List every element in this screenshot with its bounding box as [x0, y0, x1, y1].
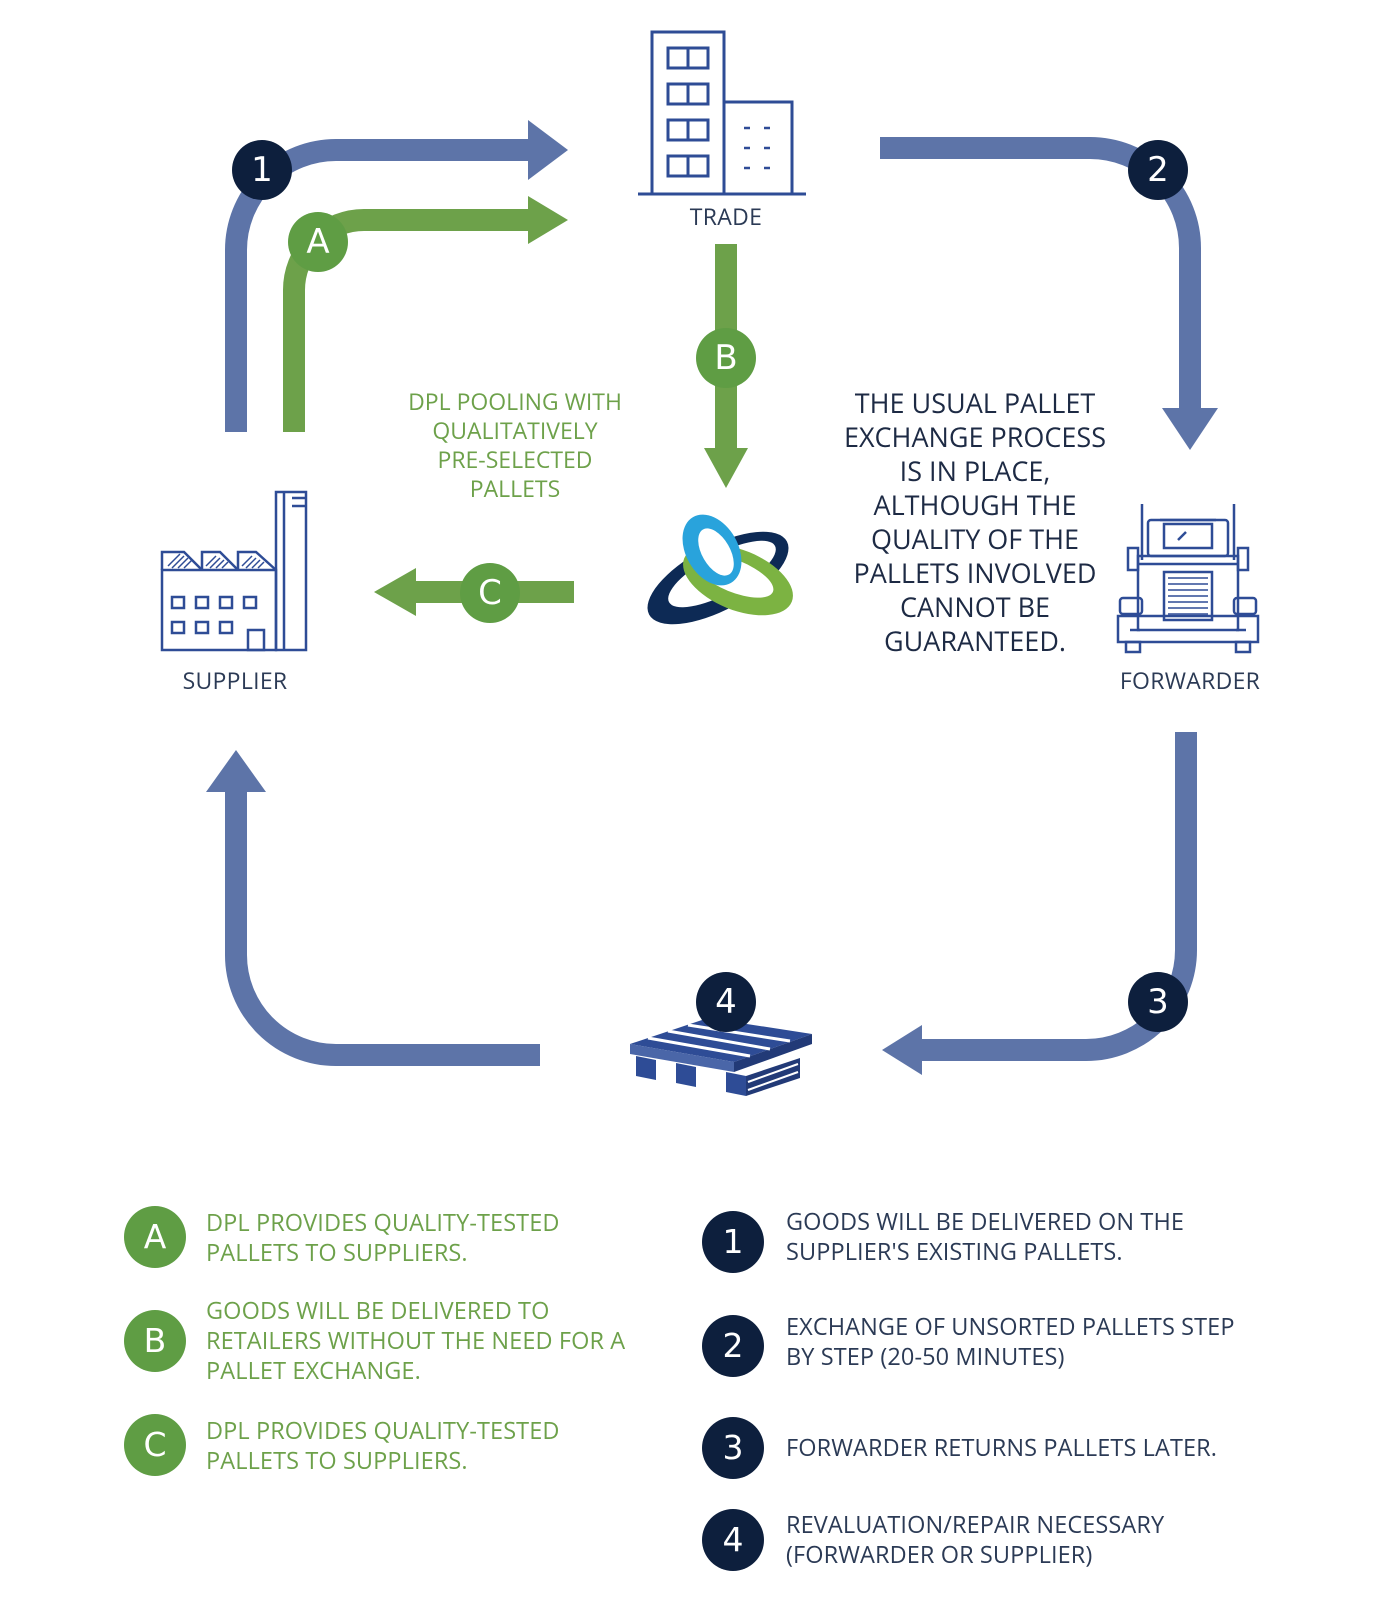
dpl-logo-icon [647, 514, 793, 625]
arrow-4-pallet-to-supplier [206, 750, 540, 1066]
legend-badge-c: C [124, 1414, 186, 1476]
legend-line: PALLET EXCHANGE. [206, 1354, 421, 1386]
usual-process-line: PALLETS INVOLVED [853, 554, 1097, 591]
legend-item-b: GOODS WILL BE DELIVERED TO RETAILERS WIT… [206, 1295, 666, 1385]
dpl-pooling-line: PALLETS [469, 472, 561, 504]
badge-step-a: A [288, 212, 348, 272]
dpl-pooling-line: PRE-SELECTED [437, 443, 593, 475]
legend-line: PALLETS TO SUPPLIERS. [206, 1236, 468, 1268]
legend-line: SUPPLIER'S EXISTING PALLETS. [786, 1235, 1123, 1267]
badge-step-4: 4 [696, 972, 756, 1032]
badge-step-b: B [696, 328, 756, 388]
usual-process-line: QUALITY OF THE [870, 520, 1080, 557]
usual-process-line: CANNOT BE [899, 588, 1051, 625]
legend-badge-3: 3 [702, 1417, 764, 1479]
legend-badge-4: 4 [702, 1509, 764, 1571]
trade-label: TRADE [689, 200, 763, 232]
trade-building-icon [638, 30, 806, 196]
legend-line: (FORWARDER OR SUPPLIER) [786, 1538, 1093, 1570]
legend-item-a: DPL PROVIDES QUALITY-TESTED PALLETS TO S… [206, 1207, 666, 1267]
legend-item-3: FORWARDER RETURNS PALLETS LATER. [786, 1432, 1286, 1462]
dpl-pooling-line: DPL POOLING WITH [408, 385, 622, 417]
legend-line: GOODS WILL BE DELIVERED ON THE [786, 1205, 1185, 1237]
badge-step-2: 2 [1128, 140, 1188, 200]
legend-line: REVALUATION/REPAIR NECESSARY [786, 1508, 1165, 1540]
legend-item-2: EXCHANGE OF UNSORTED PALLETS STEP BY STE… [786, 1311, 1286, 1371]
legend-line: FORWARDER RETURNS PALLETS LATER. [786, 1431, 1218, 1463]
forwarder-label: FORWARDER [1119, 664, 1261, 696]
legend-line: DPL PROVIDES QUALITY-TESTED [206, 1414, 560, 1446]
legend-badge-1: 1 [702, 1211, 764, 1273]
forwarder-truck-icon [1116, 504, 1260, 654]
legend-line: PALLETS TO SUPPLIERS. [206, 1444, 468, 1476]
usual-process-line: ALTHOUGH THE [873, 486, 1077, 523]
legend-line: DPL PROVIDES QUALITY-TESTED [206, 1206, 560, 1238]
badge-step-3: 3 [1128, 972, 1188, 1032]
usual-process-line: IS IN PLACE, [899, 452, 1051, 489]
legend-line: GOODS WILL BE DELIVERED TO [206, 1294, 550, 1326]
legend-item-c: DPL PROVIDES QUALITY-TESTED PALLETS TO S… [206, 1415, 666, 1475]
legend-line: BY STEP (20-50 MINUTES) [786, 1340, 1065, 1372]
dpl-pooling-note: DPL POOLING WITH QUALITATIVELY PRE-SELEC… [380, 387, 650, 503]
supplier-factory-icon [160, 490, 308, 652]
badge-step-1: 1 [232, 140, 292, 200]
legend-badge-2: 2 [702, 1315, 764, 1377]
supplier-label: SUPPLIER [182, 664, 288, 696]
dpl-pooling-line: QUALITATIVELY [432, 414, 598, 446]
legend-line: RETAILERS WITHOUT THE NEED FOR A [206, 1324, 626, 1356]
usual-process-line: EXCHANGE PROCESS [843, 418, 1107, 455]
usual-process-line: THE USUAL PALLET [854, 384, 1096, 421]
usual-process-note: THE USUAL PALLET EXCHANGE PROCESS IS IN … [810, 386, 1140, 658]
usual-process-line: GUARANTEED. [883, 622, 1066, 659]
legend-item-4: REVALUATION/REPAIR NECESSARY (FORWARDER … [786, 1509, 1286, 1569]
legend-item-1: GOODS WILL BE DELIVERED ON THE SUPPLIER'… [786, 1206, 1286, 1266]
legend-line: EXCHANGE OF UNSORTED PALLETS STEP [786, 1310, 1235, 1342]
legend-badge-a: A [124, 1206, 186, 1268]
badge-step-c: C [460, 563, 520, 623]
legend-badge-b: B [124, 1310, 186, 1372]
pallet-icon [630, 1018, 812, 1096]
